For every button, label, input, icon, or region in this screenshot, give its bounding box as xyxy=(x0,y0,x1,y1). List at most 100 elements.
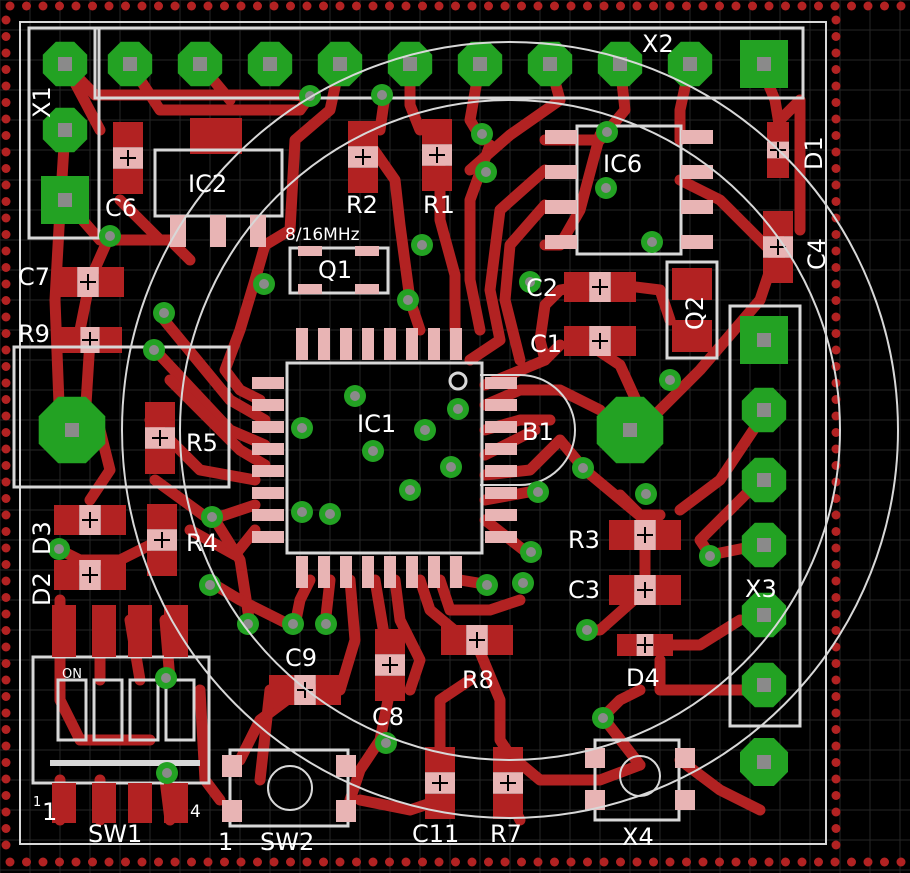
through-hole-pad xyxy=(177,41,223,87)
edge-dot xyxy=(1,824,11,833)
edge-dot xyxy=(831,263,841,272)
edge-dot xyxy=(831,147,841,157)
edge-dot xyxy=(831,296,841,305)
via xyxy=(641,231,663,253)
edge-dot xyxy=(467,1,477,11)
edge-dot xyxy=(22,857,31,867)
edge-dot xyxy=(434,1,444,11)
edge-dot xyxy=(665,1,675,11)
edge-dot xyxy=(764,1,774,11)
edge-dot xyxy=(831,312,841,322)
ic1-package xyxy=(252,328,517,588)
edge-dot xyxy=(418,857,427,867)
edge-dot xyxy=(715,1,724,11)
edge-dot xyxy=(632,857,642,867)
label-ic1: IC1 xyxy=(357,410,396,438)
label-ic6: IC6 xyxy=(603,150,642,178)
edge-dot xyxy=(203,1,213,11)
via xyxy=(411,234,433,256)
smd-component xyxy=(609,575,681,605)
edge-dot xyxy=(831,428,841,437)
via xyxy=(282,613,304,635)
label-x2: X2 xyxy=(642,30,674,58)
edge-dot xyxy=(187,1,196,11)
edge-dot xyxy=(1,164,11,173)
label-r5: R5 xyxy=(186,429,218,457)
edge-dot xyxy=(1,246,11,256)
edge-dot xyxy=(517,1,526,11)
edge-dot xyxy=(831,774,841,784)
label-c2: C2 xyxy=(526,274,558,302)
edge-dot xyxy=(1,807,11,817)
via xyxy=(471,123,493,145)
edge-dot xyxy=(847,857,856,867)
edge-dot xyxy=(566,857,576,867)
edge-dot xyxy=(831,758,841,767)
ic2-package xyxy=(153,118,284,247)
edge-dot xyxy=(170,857,180,867)
via xyxy=(475,161,497,183)
edge-dot xyxy=(814,857,823,867)
b1-resonator xyxy=(480,374,576,486)
edge-dot xyxy=(1,692,11,701)
edge-dot xyxy=(583,857,592,867)
via xyxy=(520,541,542,563)
edge-dot xyxy=(698,857,708,867)
edge-dot xyxy=(418,1,427,11)
edge-dot xyxy=(1,48,11,58)
label-sw1-pin4: 4 xyxy=(190,802,201,822)
edge-dot xyxy=(550,1,559,11)
edge-dot xyxy=(533,857,543,867)
label-d2: D2 xyxy=(28,572,56,606)
edge-dot xyxy=(319,857,328,867)
smd-component xyxy=(609,520,681,550)
edge-dot xyxy=(1,593,11,602)
edge-dot xyxy=(1,576,11,586)
edge-dot xyxy=(831,659,841,668)
edge-dot xyxy=(847,1,856,11)
edge-dot xyxy=(484,857,493,867)
through-hole-pad xyxy=(107,41,153,87)
edge-dot xyxy=(831,279,841,289)
edge-dot xyxy=(682,857,691,867)
edge-dot xyxy=(797,1,807,11)
label-sw1-pin1-small: 1 xyxy=(33,795,41,810)
edge-dot xyxy=(616,857,625,867)
label-freq: 8/16MHz xyxy=(285,225,360,245)
edge-dot xyxy=(22,1,31,11)
smd-component xyxy=(348,121,378,193)
edge-dot xyxy=(203,857,213,867)
edge-dot xyxy=(1,296,11,305)
header-outlines xyxy=(12,26,805,728)
edge-dot xyxy=(831,675,841,685)
through-hole-pad xyxy=(741,387,787,433)
label-sw1-pin1: 1 xyxy=(42,798,57,826)
smd-pads xyxy=(52,119,793,819)
via xyxy=(319,503,341,525)
via xyxy=(201,506,223,528)
edge-dot xyxy=(831,510,841,520)
smd-component xyxy=(617,634,673,656)
edge-dot xyxy=(831,725,841,734)
edge-dot xyxy=(550,857,559,867)
edge-dot xyxy=(1,98,11,107)
through-hole-pad xyxy=(740,40,788,88)
via xyxy=(153,302,175,324)
via xyxy=(399,479,421,501)
edge-dot xyxy=(286,857,295,867)
edge-dot xyxy=(831,840,841,850)
edge-dot xyxy=(253,1,262,11)
edge-dot xyxy=(319,1,328,11)
edge-dot xyxy=(896,1,906,11)
edge-dot xyxy=(104,1,114,11)
via xyxy=(397,289,419,311)
via xyxy=(659,369,681,391)
edge-dot xyxy=(154,857,163,867)
smd-component xyxy=(58,327,122,353)
via xyxy=(371,84,393,106)
edge-dot xyxy=(781,857,790,867)
smd-component xyxy=(422,119,452,191)
label-r3: R3 xyxy=(568,526,600,554)
edge-dot xyxy=(1,213,11,223)
through-hole-pad xyxy=(740,316,788,364)
